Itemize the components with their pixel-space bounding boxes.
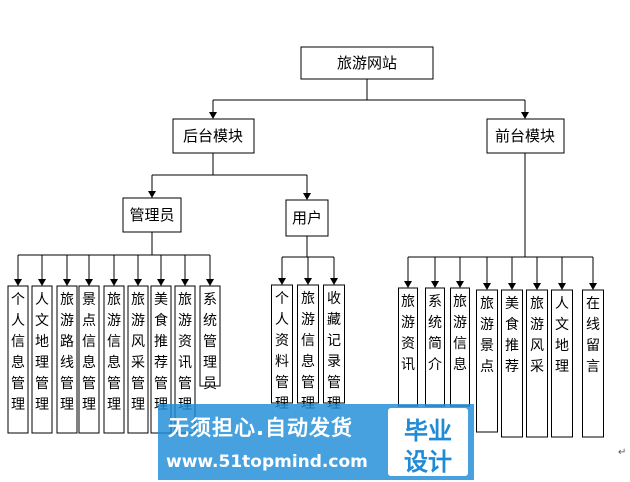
user-arrowhead (278, 278, 286, 285)
front-item: 美食推荐 (501, 289, 523, 438)
admin-arrowhead (134, 279, 142, 286)
admin-item: 旅游风采管理 (127, 285, 149, 434)
user-item-label: 旅游信息管理 (301, 291, 315, 412)
watermark-banner: 无须担心.自动发货 www.51topmind.com 毕业 设计 (158, 404, 474, 480)
front-arrowhead (533, 283, 541, 290)
node-root-label: 旅游网站 (337, 54, 397, 72)
user-items: 个人资料管理旅游信息管理收藏记录管理 (271, 284, 345, 412)
front-item-label: 旅游资讯 (401, 294, 415, 373)
node-backend: 后台模块 (172, 118, 255, 154)
front-arrowhead (558, 283, 566, 290)
node-backend-label: 后台模块 (183, 127, 243, 145)
node-admin-label: 管理员 (129, 206, 174, 224)
front-item-label: 美食推荐 (505, 296, 519, 375)
front-item-label: 系统简介 (428, 294, 442, 373)
admin-arrowhead (38, 279, 46, 286)
connector-frontend (408, 153, 593, 258)
admin-item-label: 系统管理员 (203, 292, 217, 392)
front-arrowhead (431, 281, 439, 288)
connector-backend (148, 153, 311, 200)
user-arrowhead (304, 278, 312, 285)
front-arrows (404, 257, 597, 290)
front-item: 旅游资讯 (398, 287, 418, 407)
watermark-badge-line1: 毕业 (404, 417, 452, 445)
connector-root (209, 79, 529, 119)
admin-arrowhead (14, 279, 22, 286)
front-item-label: 人文地理 (555, 296, 569, 375)
front-arrowhead (456, 281, 464, 288)
watermark-url: www.51topmind.com (166, 452, 368, 472)
connector-admin (18, 232, 210, 256)
watermark-slogan: 无须担心.自动发货 (168, 416, 353, 440)
admin-item-label: 旅游路线管理 (60, 292, 74, 413)
admin-arrowhead (110, 279, 118, 286)
admin-item-label: 人文地理管理 (35, 292, 49, 413)
admin-arrowhead (85, 279, 93, 286)
admin-item: 人文地理管理 (31, 285, 53, 434)
connector-user (282, 236, 334, 258)
front-arrowhead (589, 283, 597, 290)
front-item: 在线留言 (582, 289, 604, 438)
user-item: 收藏记录管理 (323, 284, 345, 412)
front-item-label: 在线留言 (586, 296, 600, 375)
admin-item: 系统管理员 (199, 285, 221, 392)
paragraph-mark: ↵ (618, 447, 627, 458)
user-item: 个人资料管理 (271, 284, 293, 412)
front-arrowhead (508, 283, 516, 290)
node-frontend-label: 前台模块 (495, 127, 555, 145)
front-item: 旅游风采 (526, 289, 548, 438)
admin-arrowhead (181, 279, 189, 286)
admin-arrows (14, 255, 214, 286)
admin-arrowhead (63, 279, 71, 286)
front-item: 系统简介 (425, 287, 445, 407)
front-item: 旅游景点 (476, 289, 498, 433)
front-item-label: 旅游信息 (453, 294, 467, 373)
node-user-label: 用户 (292, 209, 322, 227)
admin-item: 旅游信息管理 (103, 285, 125, 434)
admin-item-label: 景点信息管理 (82, 292, 96, 413)
front-arrowhead (404, 281, 412, 288)
user-item-label: 收藏记录管理 (327, 291, 341, 412)
admin-item: 个人信息管理 (7, 285, 29, 434)
user-arrows (278, 257, 338, 285)
front-arrowhead (483, 283, 491, 290)
admin-item: 景点信息管理 (78, 285, 100, 434)
admin-item-label: 个人信息管理 (11, 292, 25, 413)
front-item-label: 旅游风采 (530, 296, 544, 375)
admin-arrowhead (206, 279, 214, 286)
node-frontend: 前台模块 (486, 118, 565, 154)
user-item: 旅游信息管理 (297, 284, 319, 412)
node-root: 旅游网站 (300, 46, 434, 80)
admin-item-label: 旅游风采管理 (131, 292, 145, 413)
admin-item-label: 旅游信息管理 (107, 292, 121, 413)
watermark-badge-line2: 设计 (404, 448, 452, 476)
front-item: 旅游信息 (450, 287, 470, 407)
node-admin: 管理员 (122, 197, 182, 233)
watermark-badge: 毕业 设计 (388, 408, 468, 476)
front-item: 人文地理 (551, 289, 573, 438)
node-user: 用户 (285, 199, 329, 237)
admin-arrowhead (157, 279, 165, 286)
user-arrowhead (330, 278, 338, 285)
admin-item: 旅游路线管理 (56, 285, 78, 434)
front-item-label: 旅游景点 (480, 296, 494, 375)
admin-item: 美食推荐管理 (150, 285, 172, 434)
admin-items: 个人信息管理人文地理管理旅游路线管理景点信息管理旅游信息管理旅游风采管理美食推荐… (7, 285, 221, 434)
